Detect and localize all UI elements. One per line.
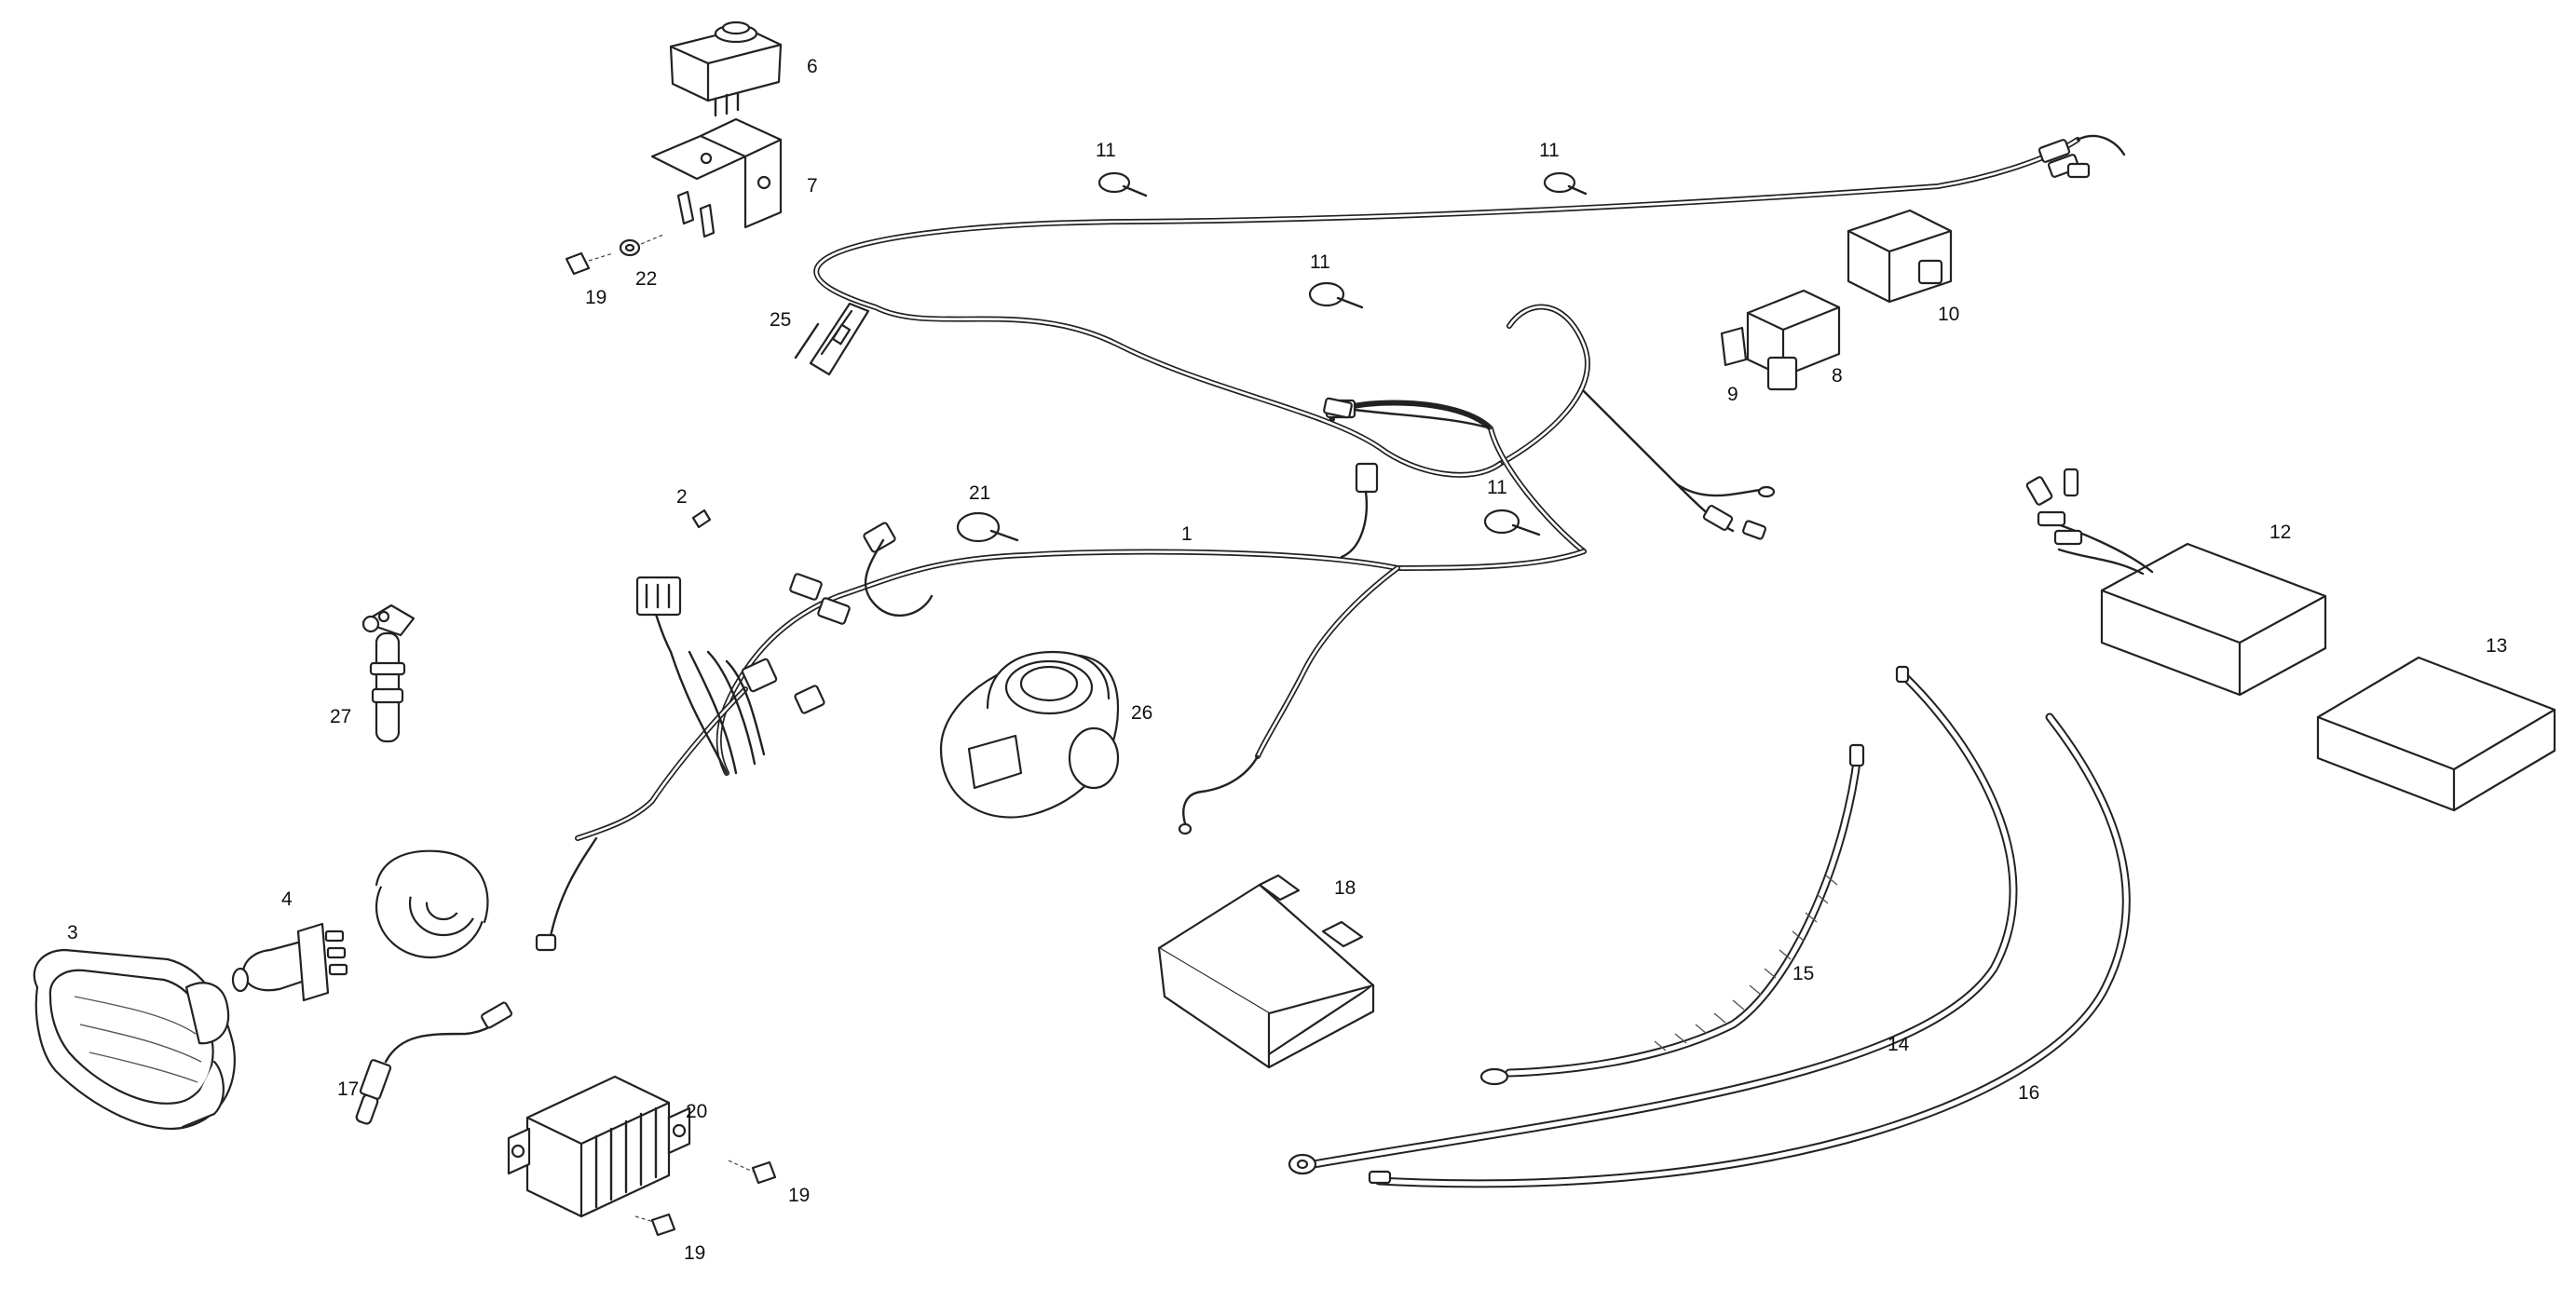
part-10-relay — [1847, 209, 1953, 304]
part-26-switch-housing — [939, 650, 1120, 819]
part-16-cable — [1368, 712, 2131, 1188]
part-2-clip — [691, 509, 712, 529]
callout-11-a: 11 — [1096, 140, 1116, 161]
part-4-bulb — [231, 922, 348, 1002]
callout-14: 14 — [1888, 1034, 1910, 1055]
callout-1: 1 — [1181, 523, 1193, 545]
callout-6: 6 — [807, 56, 818, 77]
part-3-headlight — [33, 948, 236, 1130]
callout-11-d: 11 — [1487, 477, 1507, 498]
callout-8: 8 — [1832, 365, 1843, 387]
callout-10: 10 — [1938, 304, 1959, 325]
callout-12: 12 — [2269, 522, 2291, 543]
part-25-fuse — [794, 302, 870, 376]
callout-21: 21 — [969, 482, 990, 504]
part-14-cable — [1288, 665, 2018, 1175]
part-11-cable-tie-b — [1543, 171, 1588, 196]
part-11-cable-tie-c — [1308, 281, 1364, 309]
callout-16: 16 — [2018, 1082, 2039, 1104]
callout-25: 25 — [770, 309, 791, 331]
part-13-panel — [2316, 656, 2556, 812]
callout-19-top: 19 — [585, 287, 607, 308]
bulb-cover-ring — [375, 849, 489, 959]
callout-18: 18 — [1334, 877, 1356, 899]
callout-9: 9 — [1727, 384, 1738, 405]
part-27-ignition-coil — [361, 604, 416, 743]
callout-19-mid: 19 — [788, 1185, 810, 1206]
part-18-battery — [1157, 874, 1375, 1069]
callout-26: 26 — [1131, 702, 1152, 724]
part-11-cable-tie-d — [1483, 509, 1541, 536]
part-17-sensor — [355, 1001, 512, 1125]
callout-3: 3 — [67, 922, 78, 943]
callout-17: 17 — [337, 1079, 359, 1100]
callout-7: 7 — [807, 175, 818, 197]
part-15-battery-cable — [1479, 743, 1865, 1086]
part-8-starter-relay — [1720, 289, 1841, 391]
callout-22: 22 — [635, 268, 657, 290]
callout-15: 15 — [1792, 963, 1814, 984]
part-6-relay — [669, 20, 783, 117]
callout-19-low: 19 — [684, 1242, 705, 1264]
callout-4: 4 — [281, 889, 293, 910]
part-7-bracket — [650, 117, 783, 238]
callout-27: 27 — [330, 706, 351, 727]
callout-20: 20 — [686, 1101, 707, 1122]
part-19-screw-mid — [728, 1160, 777, 1185]
part-20-regulator — [507, 1075, 691, 1218]
part-19-screw-top — [565, 234, 664, 276]
part-19-screw-low — [634, 1213, 676, 1237]
callout-13: 13 — [2486, 635, 2507, 657]
part-12-ecu — [2025, 468, 2327, 697]
part-21-cable-tie — [956, 511, 1019, 543]
callout-11-b: 11 — [1539, 140, 1560, 161]
part-1-main-harness — [535, 134, 2126, 952]
callout-2: 2 — [676, 486, 688, 508]
callout-11-c: 11 — [1310, 251, 1330, 273]
part-11-cable-tie-a — [1097, 171, 1148, 197]
